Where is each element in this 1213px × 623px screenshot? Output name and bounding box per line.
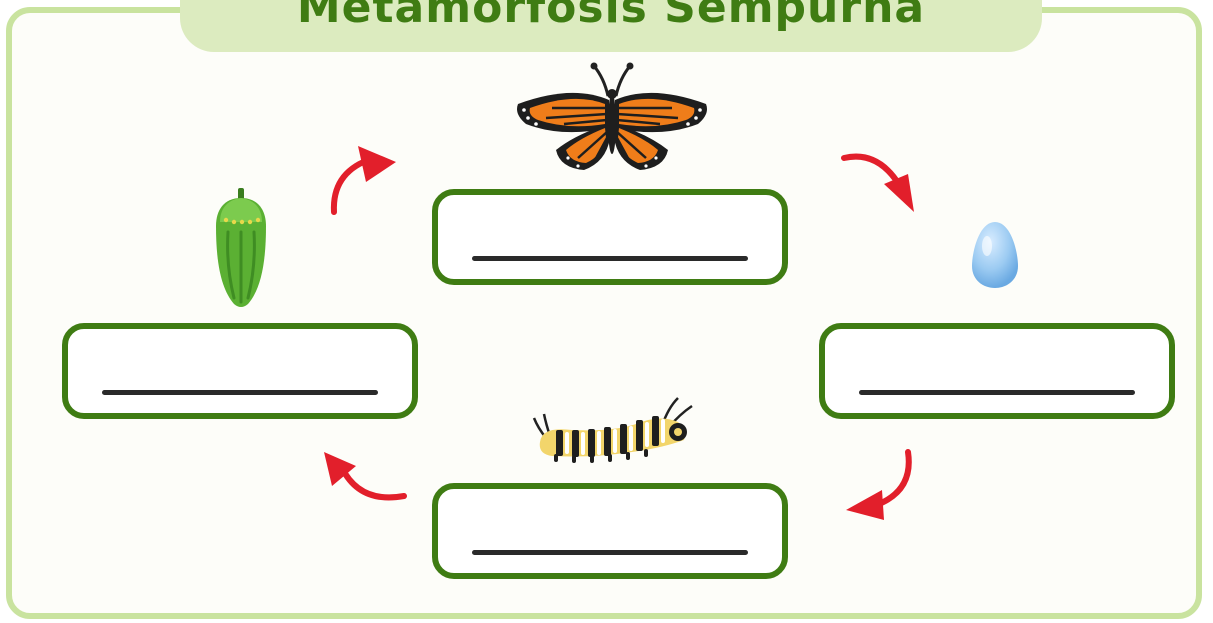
pupa-icon [212, 186, 270, 310]
answer-line [472, 550, 748, 555]
arrow-top-left-icon [326, 142, 400, 218]
answer-line [859, 390, 1135, 395]
stage-box-pupa[interactable] [62, 323, 418, 419]
caterpillar-icon [532, 392, 694, 468]
arrow-bottom-right-icon [842, 446, 918, 524]
stage-box-egg[interactable] [819, 323, 1175, 419]
arrow-bottom-left-icon [320, 446, 410, 506]
stage-box-butterfly[interactable] [432, 189, 788, 285]
answer-line [102, 390, 378, 395]
butterfly-icon [512, 62, 712, 174]
page-title: Metamorfosis Sempurna [297, 0, 925, 52]
stage-box-caterpillar[interactable] [432, 483, 788, 579]
arrow-top-right-icon [838, 150, 920, 216]
egg-icon [969, 220, 1021, 290]
answer-line [472, 256, 748, 261]
title-banner: Metamorfosis Sempurna [180, 0, 1042, 52]
